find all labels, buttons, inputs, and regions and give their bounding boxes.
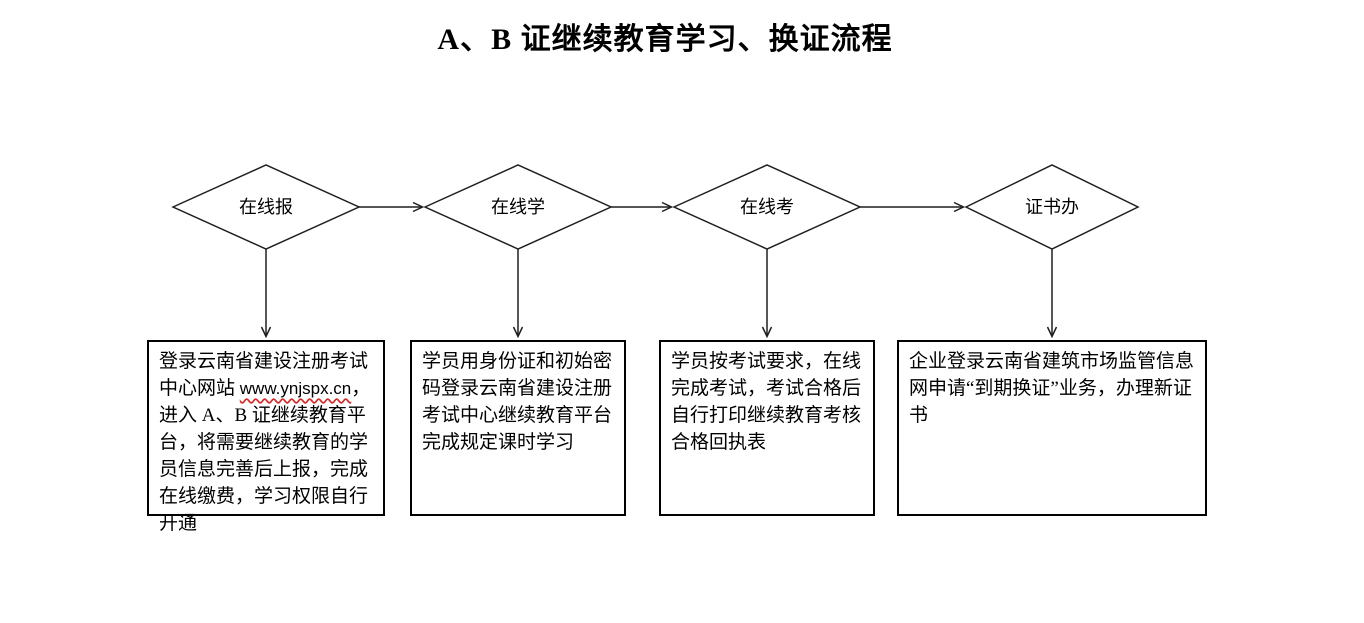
register-desc-text: 登录云南省建设注册考试中心网站 [159,351,369,399]
diamond-label-online-learn: 在线学 [491,197,545,217]
step-box-certificate: 企业登录云南省建筑市场监管信息网申请“到期换证”业务，办理新证书 [897,340,1207,516]
page-title: A、B 证继续教育学习、换证流程 [437,23,893,56]
step-box-online-register: 登录云南省建设注册考试中心网站 www.ynjspx.cn，进入 A、B 证继续… [147,340,385,534]
step-box-online-learn: 学员用身份证和初始密码登录云南省建设注册考试中心继续教育平台完成规定课时学习 [410,340,626,516]
diamond-certificate [964,164,1140,250]
register-desc-url: www.ynjspx.cn [239,379,352,398]
diamond-label-online-exam: 在线考 [740,197,794,217]
diamond-label-certificate: 证书办 [1025,197,1079,217]
step-box-online-exam: 学员按考试要求，在线完成考试，考试合格后自行打印继续教育考核合格回执表 [659,340,875,516]
diamond-label-online-register: 在线报 [239,197,293,217]
register-desc-text-after: ，进入 A、B 证继续教育平台，将需要继续教育的学员信息完善后上报，完成在线缴费… [159,378,371,534]
learn-desc-text: 学员用身份证和初始密码登录云南省建设注册考试中心继续教育平台完成规定课时学习 [422,351,613,453]
exam-desc-text: 学员按考试要求，在线完成考试，考试合格后自行打印继续教育考核合格回执表 [671,351,862,453]
certificate-desc-text: 企业登录云南省建筑市场监管信息网申请“到期换证”业务，办理新证书 [909,351,1195,426]
